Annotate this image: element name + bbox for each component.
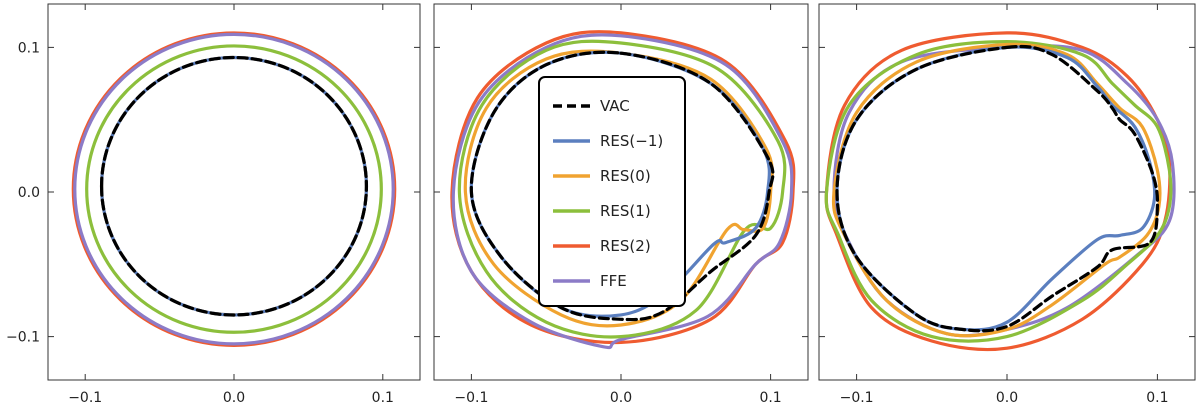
x-tick-label: 0.0: [223, 390, 245, 406]
legend-label: RES(2): [600, 237, 651, 255]
series-res-0: [831, 42, 1162, 338]
legend-label: RES(0): [600, 167, 651, 185]
x-tick-label: 0.1: [372, 390, 394, 406]
x-tick-label: 0.0: [610, 390, 632, 406]
y-tick-label: 0.0: [18, 185, 40, 201]
series-ffe: [73, 32, 395, 346]
plot-frame: [47, 3, 421, 381]
series-res-1: [85, 44, 383, 334]
series-vac: [835, 44, 1160, 333]
series-res-1: [824, 40, 1173, 343]
x-tick-label: 0.1: [1146, 390, 1168, 406]
series-ffe: [451, 33, 794, 350]
panel-right: −0.1 0.0 0.1: [818, 3, 1196, 406]
legend: VAC RES(−1) RES(0) RES(1) RES(2) FFE: [538, 76, 686, 307]
legend-label: RES(−1): [600, 132, 663, 150]
series-res-2: [450, 30, 796, 345]
legend-label: VAC: [600, 97, 630, 115]
series-res-2: [824, 31, 1172, 352]
x-tick-label: 0.0: [996, 390, 1018, 406]
series-res-1: [457, 39, 787, 339]
legend-box: [538, 76, 686, 307]
series-vac: [469, 50, 775, 322]
x-tick-label: −0.1: [454, 390, 488, 406]
legend-label: RES(1): [600, 202, 651, 220]
panel-middle: −0.1 0.0 0.1 VAC RES(−1) RES(0) RES(1) RES(2) FF…: [433, 3, 809, 406]
legend-label: FFE: [600, 272, 627, 290]
x-tick-label: −0.1: [840, 390, 874, 406]
x-tick-label: −0.1: [68, 390, 102, 406]
y-tick-label: −0.1: [6, 330, 40, 346]
panel-left: −0.1 0.0 0.1 0.1 0.0 −0.1: [6, 3, 421, 406]
y-tick-label: 0.1: [18, 40, 40, 56]
x-tick-label: 0.1: [759, 390, 781, 406]
series-vac: [99, 55, 369, 317]
